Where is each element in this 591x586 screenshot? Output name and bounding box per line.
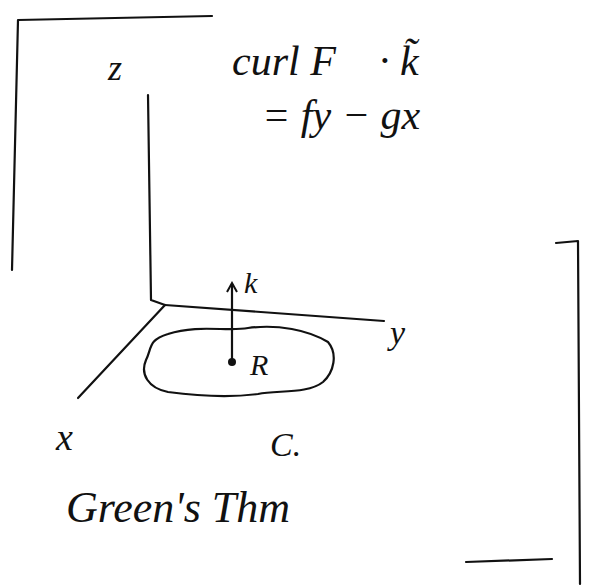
handwritten-label: x bbox=[56, 418, 73, 456]
normal-vector bbox=[231, 284, 233, 362]
handwritten-label: C. bbox=[270, 428, 301, 462]
region-outline: R bbox=[138, 322, 340, 400]
handwritten-label: z bbox=[108, 50, 122, 86]
z-axis bbox=[148, 95, 165, 305]
bracket bbox=[556, 241, 580, 584]
bracket bbox=[466, 559, 552, 562]
curve-c bbox=[144, 327, 334, 396]
handwritten-label: = fy − gx bbox=[262, 94, 420, 136]
handwritten-label: Green's Thm bbox=[66, 486, 290, 530]
handwritten-label: curl F⃗ · k̃ bbox=[232, 40, 419, 82]
region-shape bbox=[138, 322, 340, 400]
handwritten-label: k⃗ bbox=[244, 268, 281, 298]
y-axis bbox=[165, 305, 384, 321]
region-label: R bbox=[250, 350, 268, 380]
bracket bbox=[12, 16, 212, 270]
point bbox=[228, 358, 236, 366]
handwritten-label: y bbox=[390, 316, 405, 350]
